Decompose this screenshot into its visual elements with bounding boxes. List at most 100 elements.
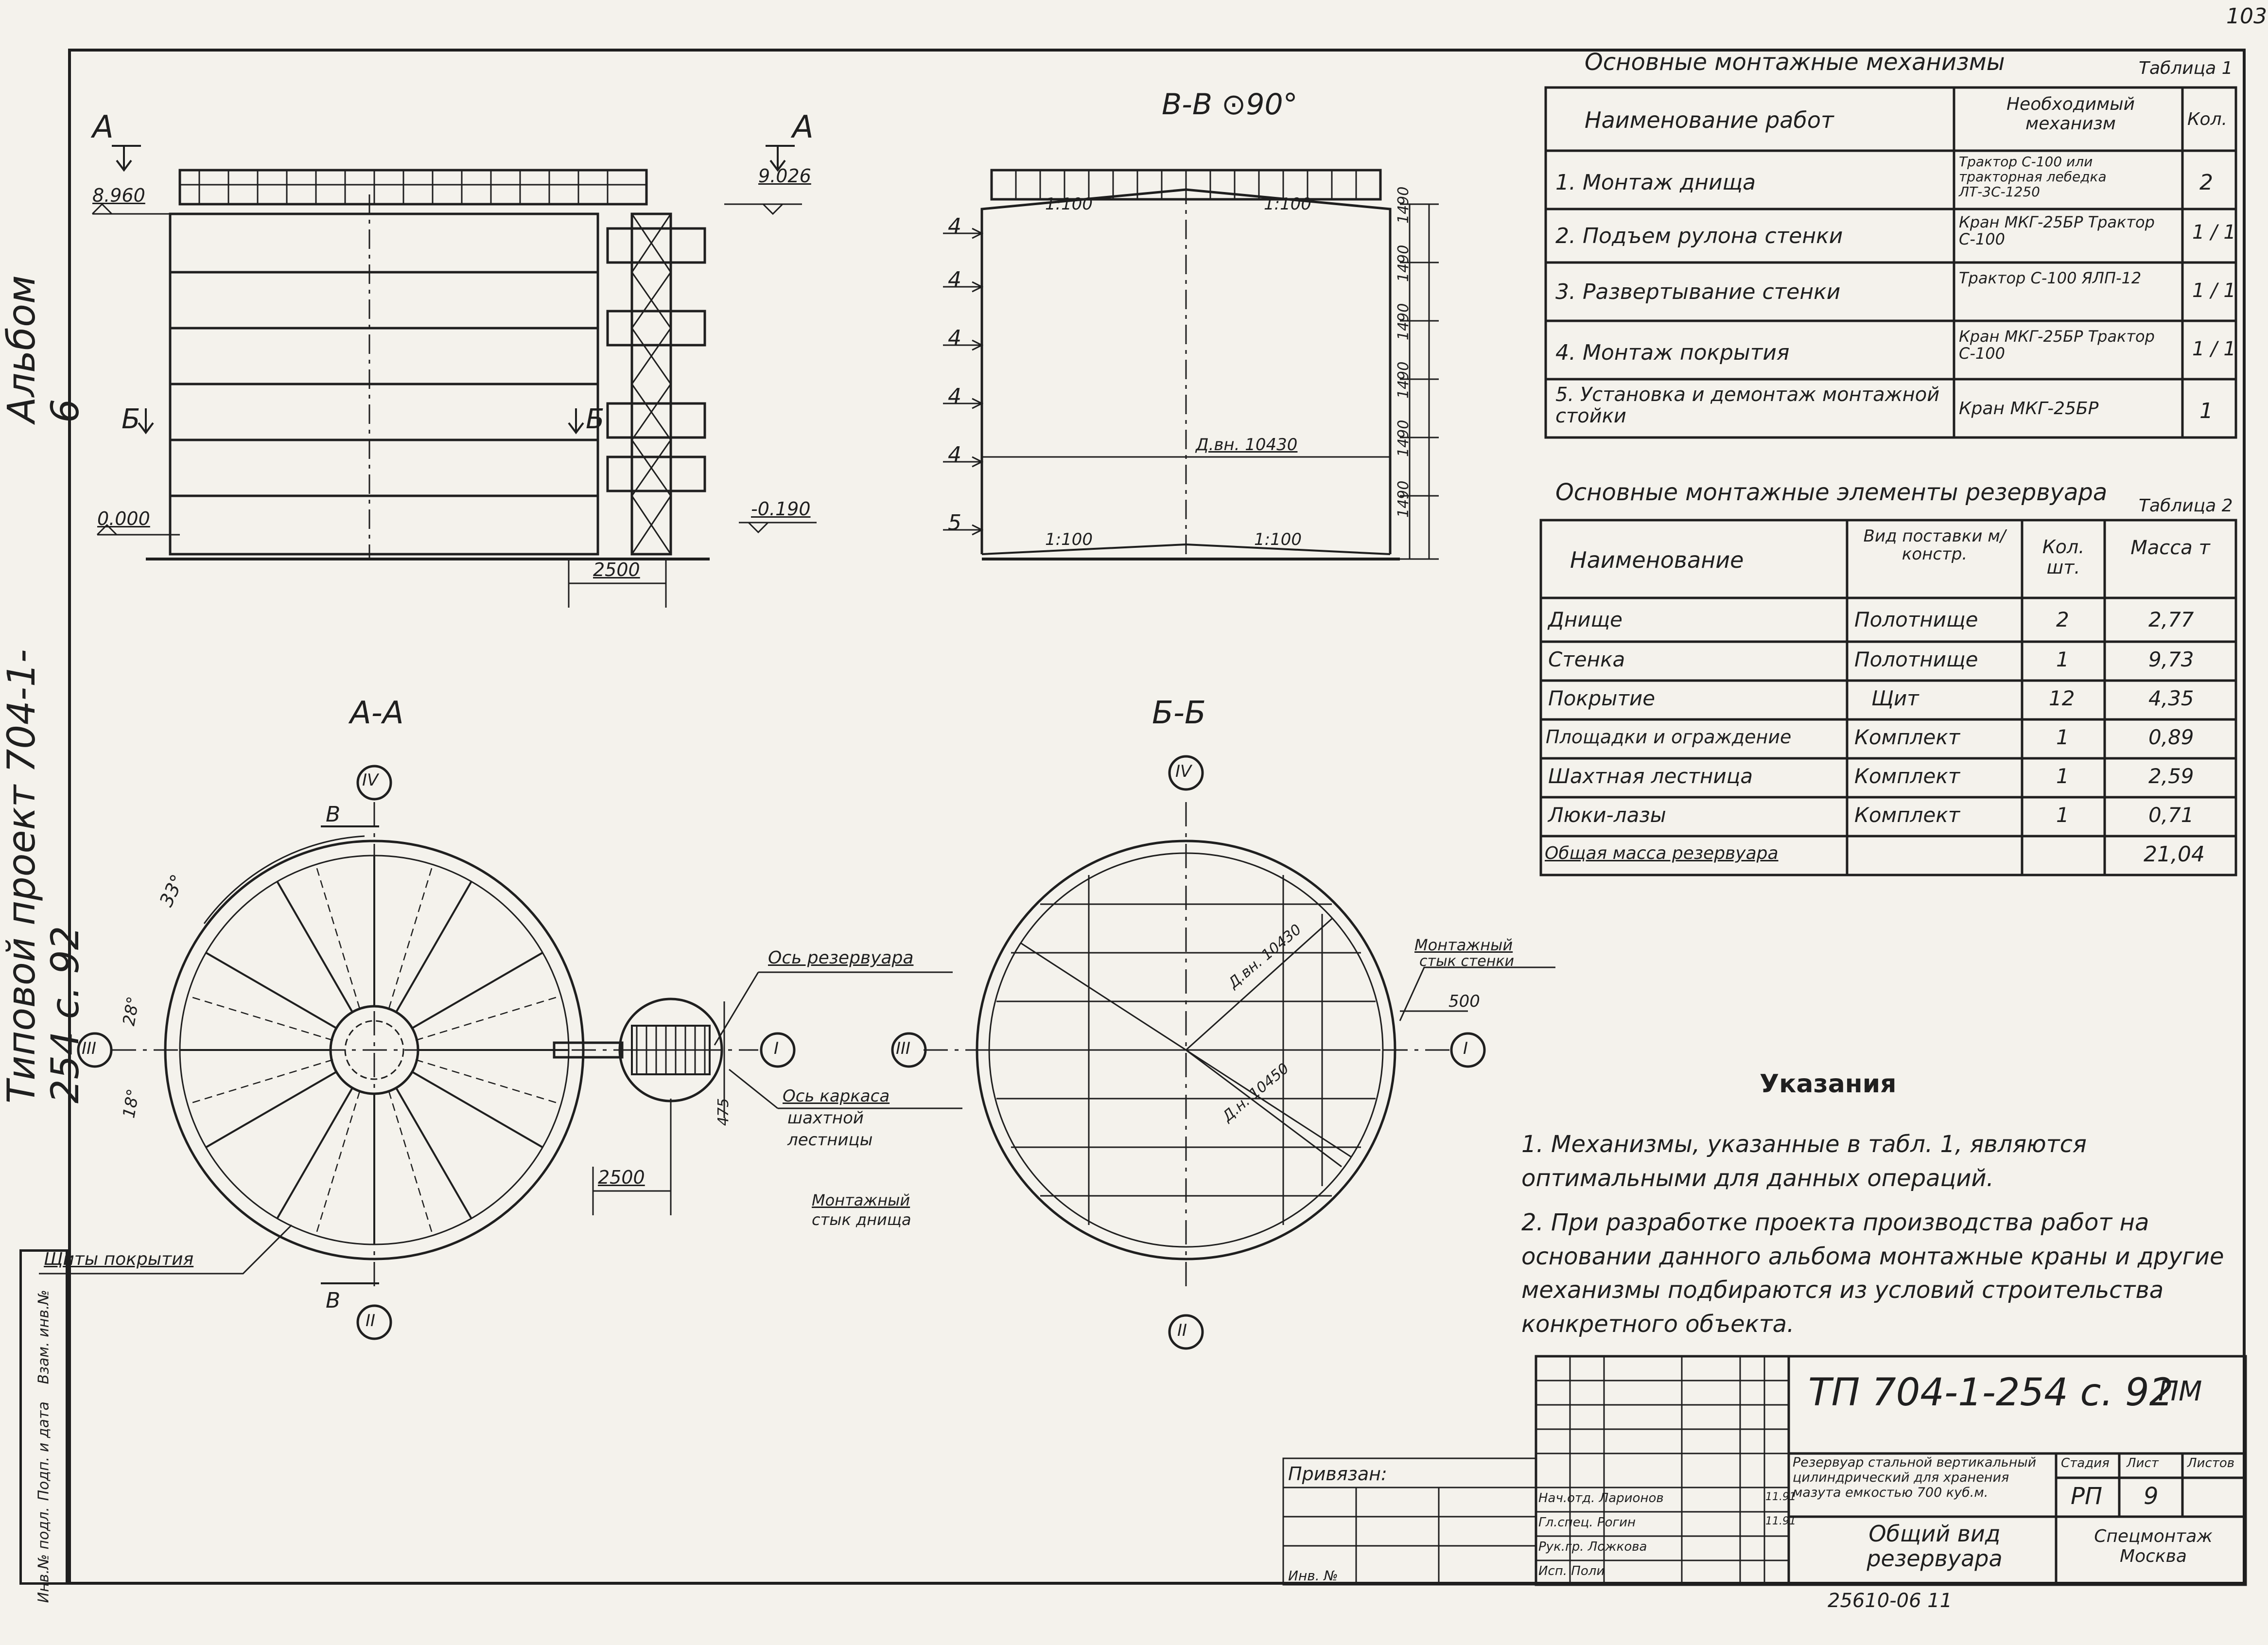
stamp-sheet-mark: ПМ xyxy=(2158,1376,2202,1407)
page-number: 103 xyxy=(2226,4,2267,29)
aa-axis-iii: III xyxy=(82,1039,97,1058)
slope-label-4: 1:100 xyxy=(1254,530,1302,549)
t2-row1-qty: 2 xyxy=(2056,608,2069,631)
plan-aa-view xyxy=(39,765,962,1340)
label-axis-frame-2: шахтной xyxy=(787,1108,864,1128)
t2-row3-kind: Щит xyxy=(1871,686,1919,710)
belt-mark-3: 4 xyxy=(948,326,961,350)
label-wall-joint-2: стык стенки xyxy=(1419,953,1514,970)
belt-height-5: 1490 xyxy=(1395,420,1412,457)
table2-grid xyxy=(1539,519,2237,876)
t1-row1-mech: Трактор С-100 или тракторная лебедка ЛТ-… xyxy=(1959,154,2107,200)
stamp-inv: Инв. № xyxy=(1288,1568,1338,1584)
t2-row1-kind: Полотнище xyxy=(1854,608,1978,631)
t1-row1-qty: 2 xyxy=(2199,170,2213,195)
t2-row4-kind: Комплект xyxy=(1854,725,1960,749)
stamp-person-4: Исп. Поли xyxy=(1538,1564,1605,1578)
dim-475: 475 xyxy=(715,1098,733,1126)
t2-head-name: Наименование xyxy=(1570,547,1744,573)
stamp-date-1: 11.91 xyxy=(1765,1491,1796,1503)
belt-height-2: 1490 xyxy=(1395,245,1412,282)
t1-row4-qty: 1 / 1 xyxy=(2192,338,2236,360)
t2-row4-qty: 1 xyxy=(2056,725,2069,749)
section-bb-view xyxy=(943,169,1439,560)
belt-mark-1: 4 xyxy=(948,214,961,239)
t2-row2-name: Стенка xyxy=(1548,648,1625,671)
t1-row5-qty: 1 xyxy=(2199,399,2213,423)
t1-row2-qty: 1 / 1 xyxy=(2192,221,2236,244)
drawing-frame xyxy=(68,49,2246,1585)
table2-label: Таблица 2 xyxy=(2139,496,2233,516)
t2-row6-mass: 0,71 xyxy=(2148,803,2194,827)
stamp-sheet: 9 xyxy=(2144,1483,2159,1510)
t1-head-work: Наименование работ xyxy=(1585,107,1834,133)
facade-cut-right: А xyxy=(792,109,814,145)
aa-axis-iv: IV xyxy=(362,770,379,790)
bb-axis-iv: IV xyxy=(1175,762,1192,781)
t2-row6-name: Люки-лазы xyxy=(1548,803,1666,827)
stamp-date-2: 11.91 xyxy=(1765,1515,1796,1527)
t2-row1-mass: 2,77 xyxy=(2148,608,2194,631)
slope-label-3: 1:100 xyxy=(1045,530,1093,549)
label-axis-tank: Ось резервуара xyxy=(768,948,914,968)
dim-500: 500 xyxy=(1448,992,1480,1011)
label-axis-frame-3: лестницы xyxy=(787,1130,873,1150)
stamp-sheets-h: Листов xyxy=(2187,1456,2235,1470)
t2-head-kind: Вид поставки м/констр. xyxy=(1863,526,2006,564)
elev-top-right: 9.026 xyxy=(758,165,811,187)
t2-row3-name: Покрытие xyxy=(1548,686,1656,710)
notes-title: Указания xyxy=(1760,1069,1897,1099)
t2-row1-name: Днище xyxy=(1548,608,1622,631)
plan-aa-title: А-А xyxy=(350,695,404,731)
facade-view xyxy=(91,145,817,608)
aa-axis-ii: II xyxy=(366,1311,376,1330)
bb-axis-i: I xyxy=(1463,1039,1468,1058)
t2-row6-qty: 1 xyxy=(2056,803,2069,827)
stamp-person-2: Гл.спец. Рогин xyxy=(1538,1515,1636,1530)
t1-row3-qty: 1 / 1 xyxy=(2192,280,2236,302)
stamp-person-1: Нач.отд. Ларионов xyxy=(1538,1491,1664,1505)
slope-label-2: 1:100 xyxy=(1264,194,1311,214)
note-1: 1. Механизмы, указанные в табл. 1, являю… xyxy=(1521,1131,2087,1192)
aa-axis-i: I xyxy=(774,1039,779,1058)
table1-label: Таблица 1 xyxy=(2139,58,2233,78)
t1-head-qty: Кол. xyxy=(2187,109,2228,129)
t1-row5-work: 5. Установка и демонтаж монтажной стойки xyxy=(1555,384,1940,427)
belt-mark-5: 4 xyxy=(948,442,961,467)
label-axis-frame-1: Ось каркаса xyxy=(783,1086,890,1106)
t2-row3-mass: 4,35 xyxy=(2148,686,2194,710)
label-bottom-joint-1: Монтажный xyxy=(812,1191,910,1209)
stamp-person-3: Рук.гр. Ложкова xyxy=(1538,1540,1647,1554)
plan-dim-2500: 2500 xyxy=(598,1167,645,1188)
stamp-applied: Привязан: xyxy=(1288,1463,1387,1485)
t2-row4-name: Площадки и ограждение xyxy=(1546,726,1792,748)
bb-axis-iii: III xyxy=(896,1039,911,1058)
table1-caption: Основные монтажные механизмы xyxy=(1585,49,2005,76)
belt-mark-6: 5 xyxy=(948,510,961,535)
stamp-bottom-number: 25610-06 11 xyxy=(1828,1590,1953,1612)
slope-label-1: 1:100 xyxy=(1045,194,1093,214)
note-2: 2. При разработке проекта производства р… xyxy=(1521,1209,2224,1338)
table2-caption: Основные монтажные элементы резервуара xyxy=(1555,479,2108,506)
stamp-stage-h: Стадия xyxy=(2061,1456,2110,1470)
t1-head-mech: Необходимый механизм xyxy=(2006,94,2135,134)
belt-mark-2: 4 xyxy=(948,267,961,292)
label-roof-shields: Щиты покрытия xyxy=(44,1249,194,1269)
t1-row4-work: 4. Монтаж покрытия xyxy=(1555,340,1790,365)
t2-row5-mass: 2,59 xyxy=(2148,764,2194,788)
t1-row2-work: 2. Подъем рулона стенки xyxy=(1555,224,1843,248)
t2-row3-qty: 12 xyxy=(2049,686,2075,710)
t1-row3-work: 3. Развертывание стенки xyxy=(1555,280,1841,304)
belt-height-1: 1490 xyxy=(1395,186,1412,224)
t2-row2-qty: 1 xyxy=(2056,648,2069,671)
section-inner-diam: Д.вн. 10430 xyxy=(1196,435,1298,455)
elev-low: -0.190 xyxy=(751,498,811,520)
aa-cut-b-bottom: В xyxy=(326,1288,341,1313)
t1-row1-work: 1. Монтаж днища xyxy=(1555,170,1756,195)
title-block-grid xyxy=(1282,1355,2247,1586)
t1-row4-mech: Кран МКГ-25БР Трактор С-100 xyxy=(1959,327,2155,363)
stamp-desc: Резервуар стальной вертикальный цилиндри… xyxy=(1793,1455,2037,1501)
t2-head-qty: Кол. шт. xyxy=(2042,536,2085,578)
facade-cut-left: А xyxy=(92,109,114,145)
